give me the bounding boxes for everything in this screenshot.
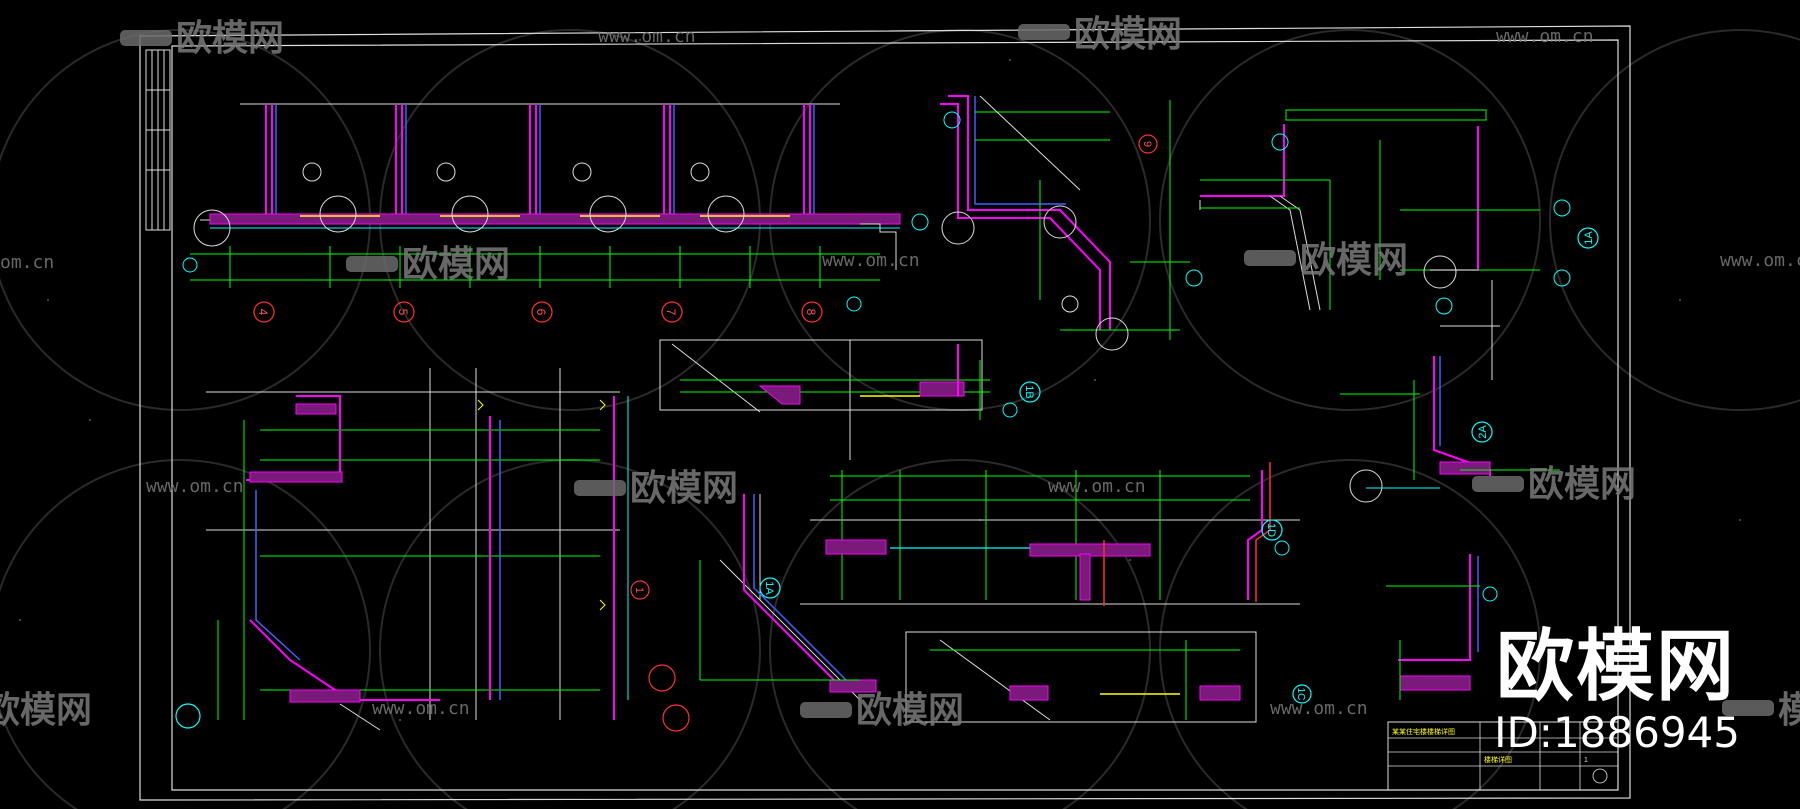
detail-section-1A-upper: 1A <box>1199 109 1599 380</box>
watermark-url-7: www.om.cn <box>1048 476 1146 497</box>
watermark-brand-5: 欧模网 <box>630 468 738 509</box>
revision-strip <box>145 49 171 231</box>
watermark-url-2: www.om.cn <box>1496 26 1594 47</box>
brand-overlay-title: 欧模网 <box>1495 622 1736 712</box>
watermark-url-4: www.om.cn <box>822 250 920 271</box>
title-block-project: 某某住宅楼楼梯详图 <box>1392 727 1455 736</box>
detail-marker-4: 4 <box>256 309 270 316</box>
watermark-brand-6: 欧模网 <box>1528 464 1636 505</box>
section-label-9: 9 <box>1141 141 1153 147</box>
section-label-1: 1 <box>633 587 645 593</box>
section-label-1B: 1B <box>1023 385 1035 398</box>
detail-section-1A-lower: 1A <box>699 494 877 701</box>
title-block-drawing: 楼梯详图 <box>1484 755 1512 764</box>
detail-marker-7: 7 <box>664 309 678 316</box>
watermark-url-9: www.om.cn <box>1270 698 1368 719</box>
detail-section-1D: 1D <box>800 462 1300 606</box>
detail-marker-5: 5 <box>396 309 410 316</box>
section-label-1A-top: 1A <box>1583 231 1595 245</box>
watermark-url-8: www.om.cn <box>372 698 470 719</box>
watermark-brand-left: 欧模网 <box>0 690 92 731</box>
detail-section-1C: 1C <box>905 631 1312 723</box>
title-block: 某某住宅楼楼梯详图 楼梯详图 1 <box>1387 721 1619 791</box>
watermark-url-5: www.om.cn <box>1720 250 1800 271</box>
detail-section-9: 9 <box>940 95 1203 351</box>
detail-section-bottom-right <box>1386 554 1498 700</box>
watermark-brand-4: 欧模网 <box>1300 240 1408 281</box>
watermark-logo-icon <box>120 24 1774 718</box>
section-label-1A-mid: 1A <box>763 581 775 595</box>
detail-section-2A: 2A <box>1340 356 1560 503</box>
title-block-sheet: 1 <box>1584 757 1588 764</box>
detail-marker-6: 6 <box>534 309 548 316</box>
watermark-brand-7: 欧模网 <box>856 690 964 731</box>
detail-section-1B: 1B <box>659 339 1041 460</box>
brand-overlay-id: ID:1886945 <box>1494 708 1740 757</box>
detail-elevation-strip <box>182 103 929 312</box>
detail-marker-8: 8 <box>804 309 818 316</box>
watermark-brand-right: 模网 <box>1778 690 1800 731</box>
detail-markers: 4 5 6 7 8 <box>253 301 823 323</box>
watermark-brand-3: 欧模网 <box>402 244 510 285</box>
watermark-brand-2: 欧模网 <box>1074 14 1182 55</box>
watermark-url-1: www.om.cn <box>598 26 696 47</box>
watermark-brand-1: 欧模网 <box>176 18 284 59</box>
watermark-url-3: om.cn <box>0 252 54 273</box>
section-label-2A: 2A <box>1477 425 1489 439</box>
logo-icon <box>1592 768 1608 784</box>
detail-stair-plan: 1 <box>175 368 690 732</box>
section-label-1C: 1C <box>1295 688 1306 701</box>
watermark-url-6: www.om.cn <box>146 476 244 497</box>
section-label-1D: 1D <box>1265 523 1277 537</box>
watermark-layer: 欧模网 欧模网 欧模网 欧模网 欧模网 欧模网 欧模网 欧模网 模网 www.o… <box>0 14 1800 731</box>
